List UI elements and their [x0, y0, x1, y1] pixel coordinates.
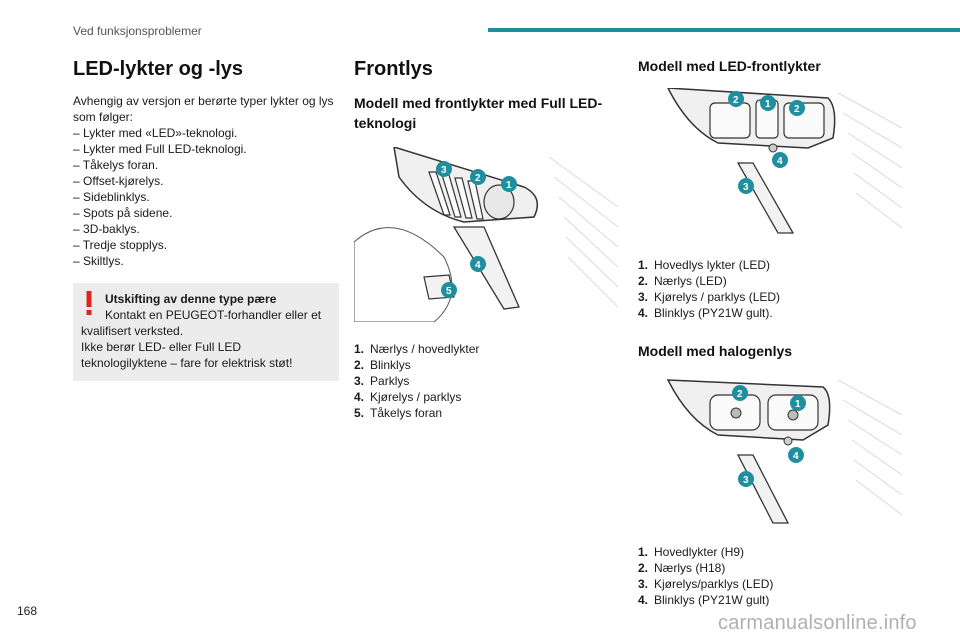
legend-item: 3.Kjørelys/parklys (LED) [638, 577, 774, 591]
svg-text:5: 5 [446, 286, 452, 297]
legend-item: 5.Tåkelys foran [354, 406, 443, 420]
svg-text:4: 4 [777, 156, 783, 167]
warning-text: kvalifisert verksted. [81, 324, 184, 338]
svg-text:2: 2 [737, 389, 743, 400]
callout-badge-4: 4 [788, 447, 804, 463]
callout-badge-4: 4 [470, 256, 486, 272]
led-legend: 1.Hovedlys lykter (LED) 2.Nærlys (LED) 3… [638, 257, 904, 321]
legend-item: 2.Nærlys (LED) [638, 274, 727, 288]
svg-text:2: 2 [475, 173, 481, 184]
callout-badge-1: 1 [760, 95, 776, 111]
list-item: Tredje stopplys. [73, 237, 339, 253]
callout-badge-3: 3 [738, 178, 754, 194]
running-header: Ved funksjonsproblemer [73, 24, 202, 38]
column-headlights: Frontlys Modell med frontlykter med Full… [353, 56, 619, 421]
callout-badge-2: 2 [728, 91, 744, 107]
halogen-headlight-illustration: 2 1 4 3 [666, 379, 903, 524]
header-accent-bar [488, 28, 960, 32]
callout-badge-3: 3 [436, 161, 452, 177]
svg-text:2: 2 [794, 104, 800, 115]
full-led-headlight-illustration: 3 2 1 4 5 [353, 145, 619, 323]
column-led-lights: LED-lykter og -lys Avhengig av versjon e… [73, 56, 339, 381]
intro-text: Avhengig av versjon er berørte typer lyk… [73, 94, 334, 124]
subtitle-full-led: Modell med frontlykter med Full LED-tekn… [354, 95, 603, 131]
list-item: Tåkelys foran. [73, 157, 339, 173]
legend-item: 2.Blinklys [354, 358, 411, 372]
svg-text:3: 3 [743, 475, 749, 486]
led-headlight-illustration: 2 1 2 4 3 [666, 87, 903, 234]
legend-item: 4.Kjørelys / parklys [354, 390, 462, 404]
warning-text: teknologilyktene – fare for elektrisk st… [81, 356, 293, 370]
section-title-frontlys: Frontlys [354, 58, 433, 80]
warning-box: Utskifting av denne type pære Kontakt en… [73, 283, 339, 381]
svg-text:2: 2 [733, 95, 739, 106]
callout-badge-3: 3 [738, 471, 754, 487]
list-item: 3D-baklys. [73, 221, 339, 237]
legend-item: 3.Parklys [354, 374, 410, 388]
warning-text: Kontakt en PEUGEOT-forhandler eller et [105, 308, 322, 322]
warning-title: Utskifting av denne type pære [105, 292, 277, 306]
svg-text:4: 4 [475, 260, 481, 271]
watermark: carmanualsonline.info [718, 612, 917, 634]
svg-text:4: 4 [793, 451, 799, 462]
list-item: Offset-kjørelys. [73, 173, 339, 189]
halogen-legend: 1.Hovedlykter (H9) 2.Nærlys (H18) 3.Kjør… [638, 544, 904, 608]
full-led-legend: 1.Nærlys / hovedlykter 2.Blinklys 3.Park… [354, 341, 618, 421]
light-type-list: Lykter med «LED»-teknologi. Lykter med F… [73, 125, 339, 269]
callout-badge-2: 2 [732, 385, 748, 401]
legend-item: 4.Blinklys (PY21W gult). [638, 306, 773, 320]
subtitle-halogen: Modell med halogenlys [638, 343, 793, 359]
warning-text: Ikke berør LED- eller Full LED [81, 340, 242, 354]
callout-badge-4: 4 [772, 152, 788, 168]
list-item: Lykter med «LED»-teknologi. [73, 125, 339, 141]
callout-badge-1: 1 [790, 395, 806, 411]
callout-badge-1: 1 [501, 176, 517, 192]
legend-item: 3.Kjørelys / parklys (LED) [638, 290, 781, 304]
svg-text:3: 3 [441, 165, 447, 176]
subtitle-led-headlights: Modell med LED-frontlykter [638, 58, 821, 74]
column-led-halogen: Modell med LED-frontlykter 2 1 2 4 3 1.H… [638, 56, 904, 608]
callout-badge-2: 2 [470, 169, 486, 185]
list-item: Skiltlys. [73, 253, 339, 269]
svg-text:1: 1 [795, 399, 801, 410]
legend-item: 1.Hovedlys lykter (LED) [638, 258, 771, 272]
list-item: Lykter med Full LED-teknologi. [73, 141, 339, 157]
list-item: Sideblinklys. [73, 189, 339, 205]
legend-item: 1.Nærlys / hovedlykter [354, 342, 480, 356]
svg-text:3: 3 [743, 182, 749, 193]
legend-item: 2.Nærlys (H18) [638, 561, 726, 575]
callout-badge-2: 2 [789, 100, 805, 116]
svg-text:1: 1 [765, 99, 771, 110]
page-number: 168 [17, 604, 38, 618]
list-item: Spots på sidene. [73, 205, 339, 221]
callout-badge-5: 5 [441, 282, 457, 298]
svg-text:1: 1 [506, 180, 512, 191]
legend-item: 4.Blinklys (PY21W gult) [638, 593, 770, 607]
exclamation-warning-icon [86, 291, 92, 315]
legend-item: 1.Hovedlykter (H9) [638, 545, 745, 559]
section-title-led: LED-lykter og -lys [73, 58, 244, 80]
